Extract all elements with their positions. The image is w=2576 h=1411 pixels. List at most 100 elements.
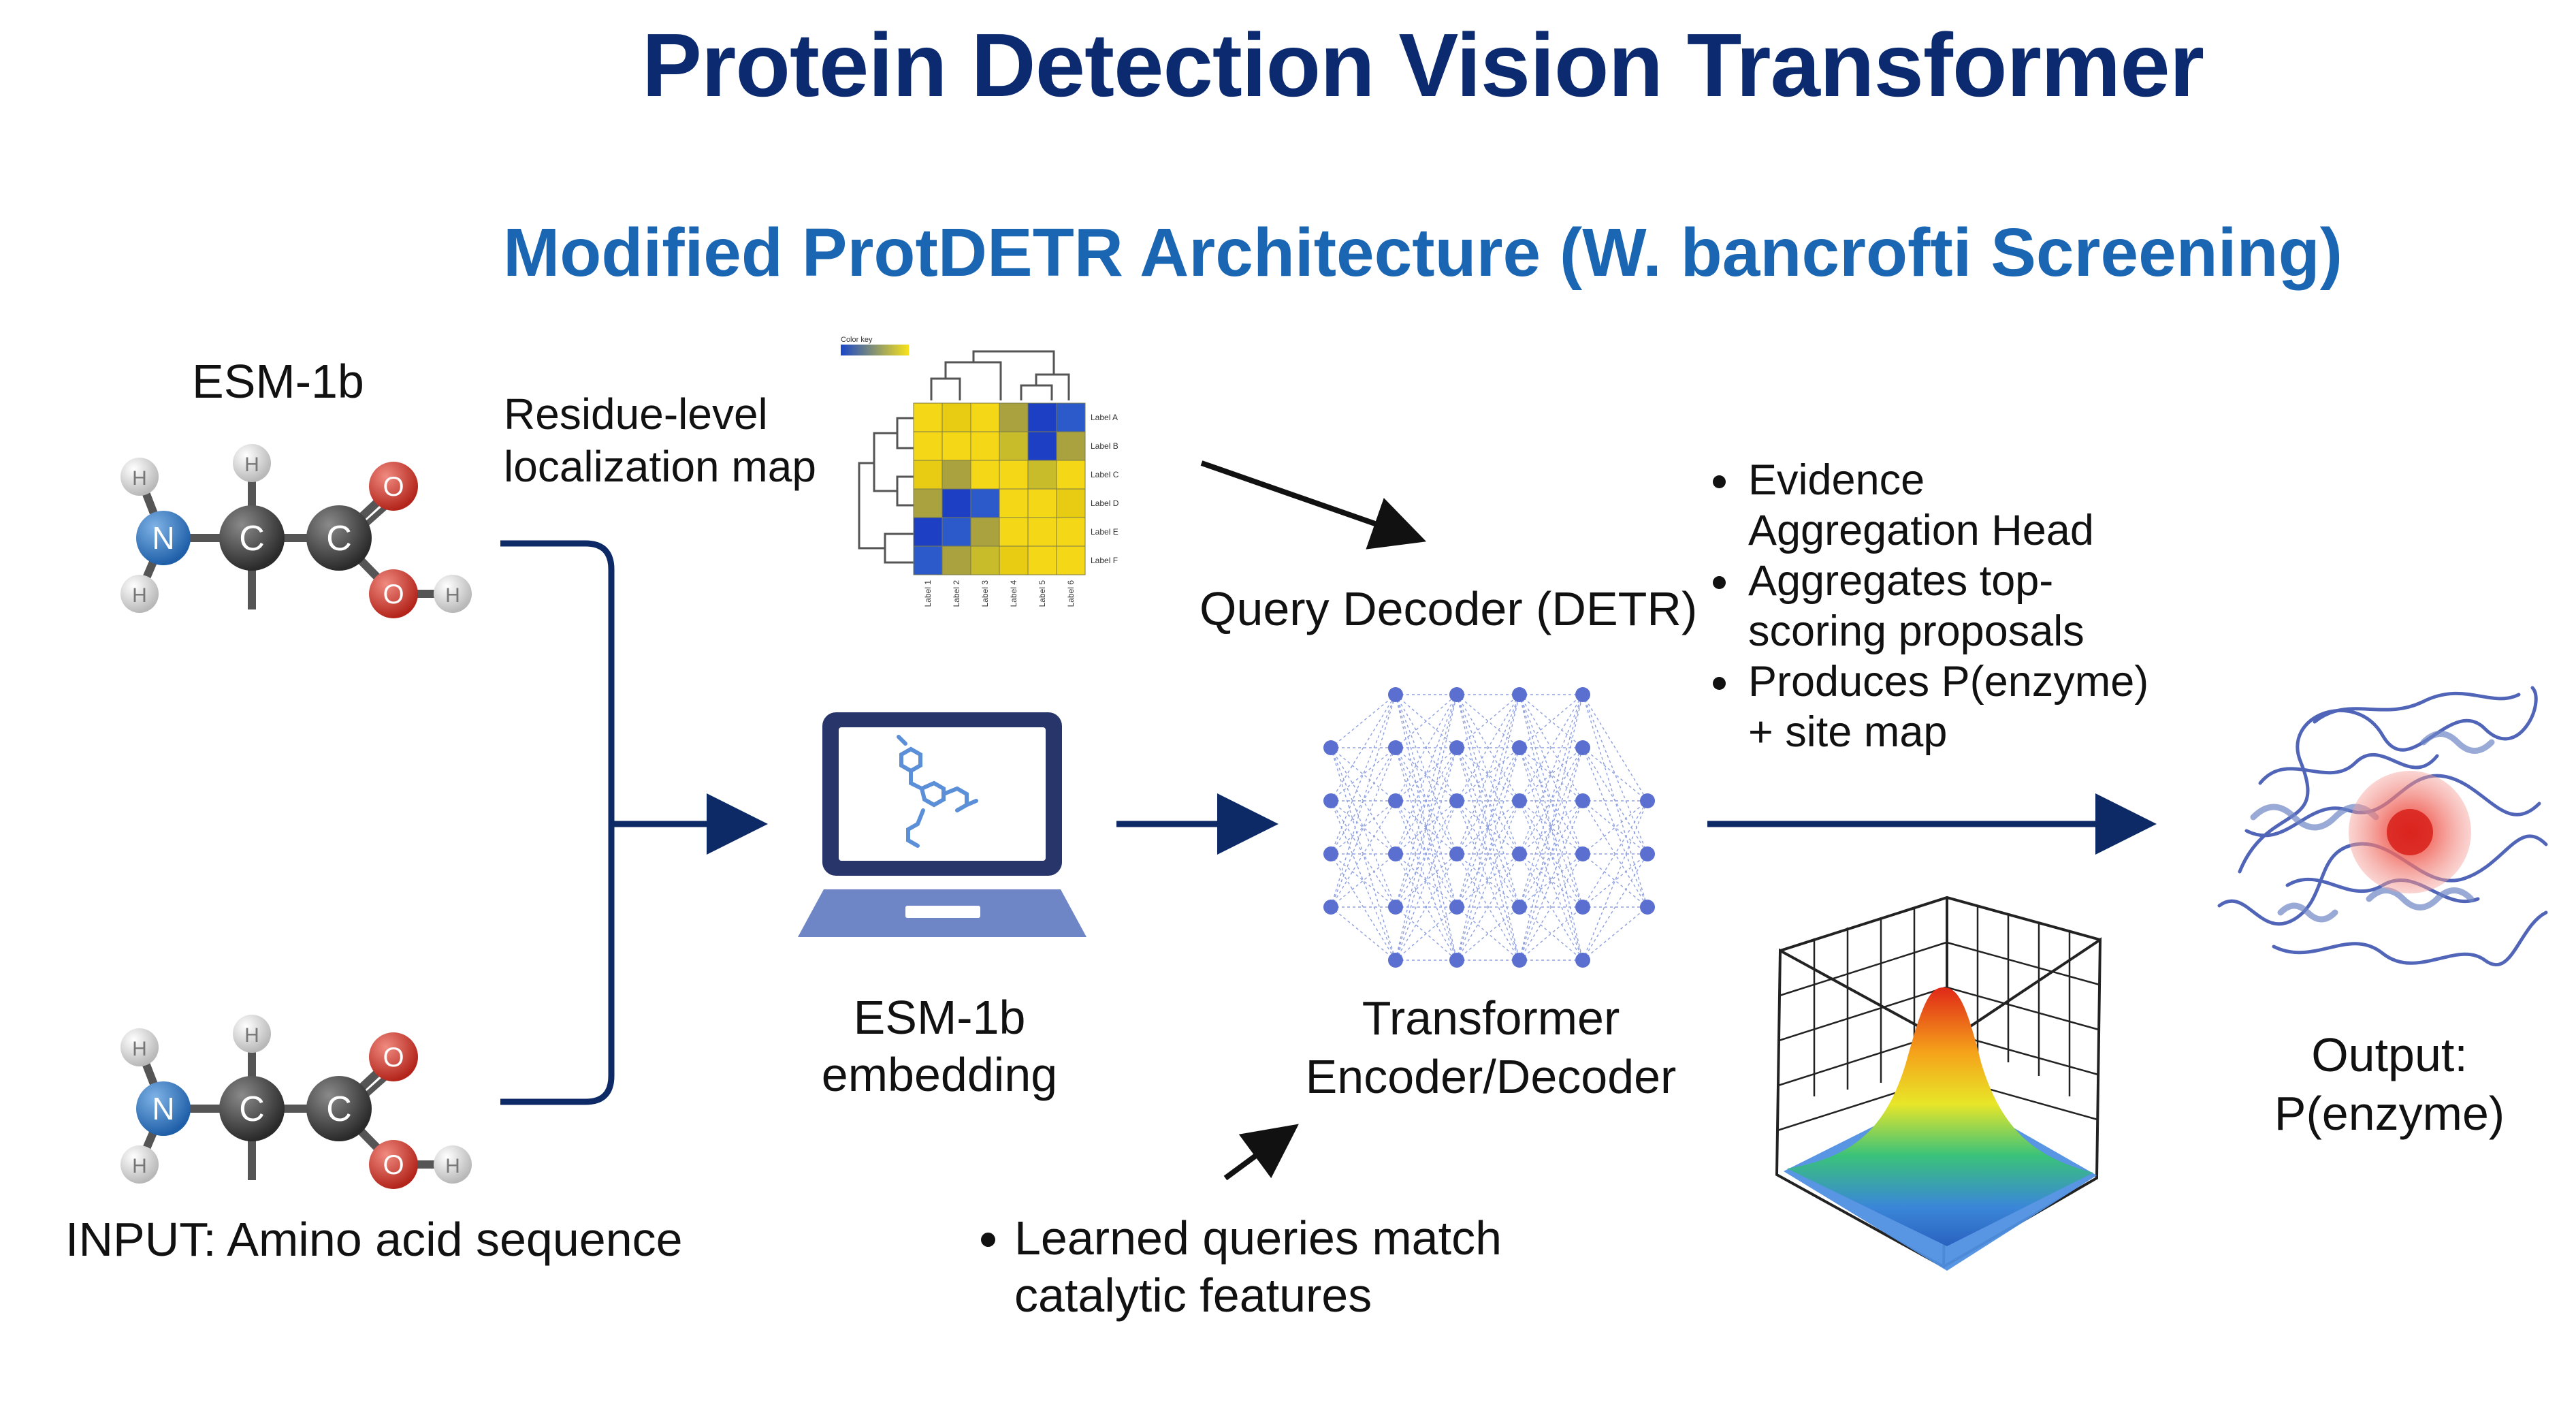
learned-queries-note: Learned queries match catalytic features <box>960 1209 1573 1324</box>
heatmap-cell <box>970 431 1000 461</box>
network-edge <box>1582 694 1648 802</box>
network-edge <box>1456 694 1520 802</box>
atom-label: H <box>244 454 259 476</box>
aggregation-bullets: Evidence Aggregation Head Aggregates top… <box>1688 455 2165 757</box>
heatmap-cell <box>1056 545 1086 575</box>
heatmap-grid <box>913 402 1086 575</box>
network-nodes <box>1323 687 1655 968</box>
color-key-bar <box>841 345 909 355</box>
carbon-atom <box>306 1076 372 1141</box>
network-edge <box>1582 694 1648 855</box>
network-edge <box>1582 800 1648 908</box>
network-node <box>1512 740 1527 755</box>
hydrogen-atom <box>120 1028 159 1066</box>
heatmap-cell <box>999 488 1029 518</box>
heatmap-cell <box>1056 517 1086 547</box>
network-edge <box>1330 694 1396 855</box>
network-node <box>1575 900 1590 915</box>
heatmap-cell <box>1027 431 1057 461</box>
network-edge <box>1456 747 1520 908</box>
atom-label: O <box>383 472 404 502</box>
heatmap-cell <box>999 460 1029 490</box>
heatmap-cell <box>913 545 943 575</box>
atom-label: O <box>383 1150 404 1180</box>
heatmap-cell <box>1056 460 1086 490</box>
learned-queries-bullet: Learned queries match catalytic features <box>1014 1209 1573 1324</box>
network-node <box>1449 740 1464 755</box>
network-edge <box>1519 694 1583 855</box>
heatmap-row-label: Label A <box>1091 413 1118 422</box>
input-label: INPUT: Amino acid sequence <box>65 1213 683 1266</box>
atom-label: H <box>244 1024 259 1047</box>
atom-label: C <box>326 519 352 558</box>
network-node <box>1323 846 1338 861</box>
network-node <box>1323 900 1338 915</box>
network-node <box>1449 846 1464 861</box>
heatmap-cell <box>970 545 1000 575</box>
aggregation-bullet: Evidence Aggregation Head <box>1743 455 2165 556</box>
network-node <box>1449 900 1464 915</box>
nitrogen-atom <box>136 511 191 565</box>
network-edge <box>1395 853 1458 961</box>
heatmap-cell <box>941 545 971 575</box>
network-node <box>1575 846 1590 861</box>
oxygen-atom <box>369 1032 418 1081</box>
atom-label: C <box>239 519 265 558</box>
network-edge <box>1519 694 1583 802</box>
network-edge <box>1456 747 1520 961</box>
network-node <box>1449 793 1464 808</box>
carbon-atom <box>219 1076 285 1141</box>
heatmap-cell <box>1027 402 1057 432</box>
heatmap-cell <box>1027 460 1057 490</box>
query-decoder-label: Query Decoder (DETR) <box>1200 582 1698 635</box>
network-edge <box>1395 747 1458 961</box>
network-edge <box>1582 747 1648 802</box>
heatmap-cell <box>913 402 943 432</box>
network-node <box>1449 687 1464 702</box>
heatmap-cell <box>1027 517 1057 547</box>
network-node <box>1512 687 1527 702</box>
aggregation-bullet: Aggregates top-scoring proposals <box>1743 556 2165 656</box>
heatmap-row-label: Label E <box>1091 527 1118 537</box>
network-node <box>1449 953 1464 968</box>
page-subtitle: Modified ProtDETR Architecture (W. bancr… <box>502 215 2343 291</box>
network-node <box>1388 953 1403 968</box>
hydrogen-atom <box>434 575 472 613</box>
network-edge <box>1395 694 1458 802</box>
gaussian-surface-plot <box>1775 895 2102 1271</box>
atom-label: H <box>132 1155 147 1177</box>
network-edge <box>1456 800 1520 961</box>
network-node <box>1640 846 1655 861</box>
network-edge <box>1330 800 1396 908</box>
atom-label: C <box>326 1090 352 1129</box>
atom-label: H <box>445 1155 460 1177</box>
gaussian-bell <box>1787 987 2093 1246</box>
atom-label: N <box>152 1091 174 1126</box>
network-edge <box>1395 694 1458 908</box>
network-edge <box>1582 906 1648 961</box>
heatmap-row-label: Label F <box>1091 556 1118 565</box>
atom-label: H <box>132 1038 147 1060</box>
network-edge <box>1330 747 1396 908</box>
embedding-label: ESM-1b embedding <box>821 991 1058 1101</box>
heatmap-cell <box>999 517 1029 547</box>
network-node <box>1323 740 1338 755</box>
network-node <box>1512 953 1527 968</box>
network-edge <box>1330 800 1396 961</box>
network-edge <box>1519 747 1583 908</box>
heatmap-cell <box>970 517 1000 547</box>
network-node <box>1575 793 1590 808</box>
laptop-icon <box>798 712 1086 937</box>
atom-label: H <box>132 584 147 607</box>
heatmap-cell <box>1027 488 1057 518</box>
atom-label: C <box>239 1090 265 1129</box>
heatmap-col-label: Label 2 <box>952 580 961 607</box>
network-node <box>1575 687 1590 702</box>
row-dendrogram <box>858 417 914 564</box>
hydrogen-atom <box>120 1145 159 1184</box>
network-edge <box>1456 800 1520 961</box>
nitrogen-atom <box>136 1081 191 1136</box>
heatmap-row-label: Label C <box>1091 470 1119 479</box>
